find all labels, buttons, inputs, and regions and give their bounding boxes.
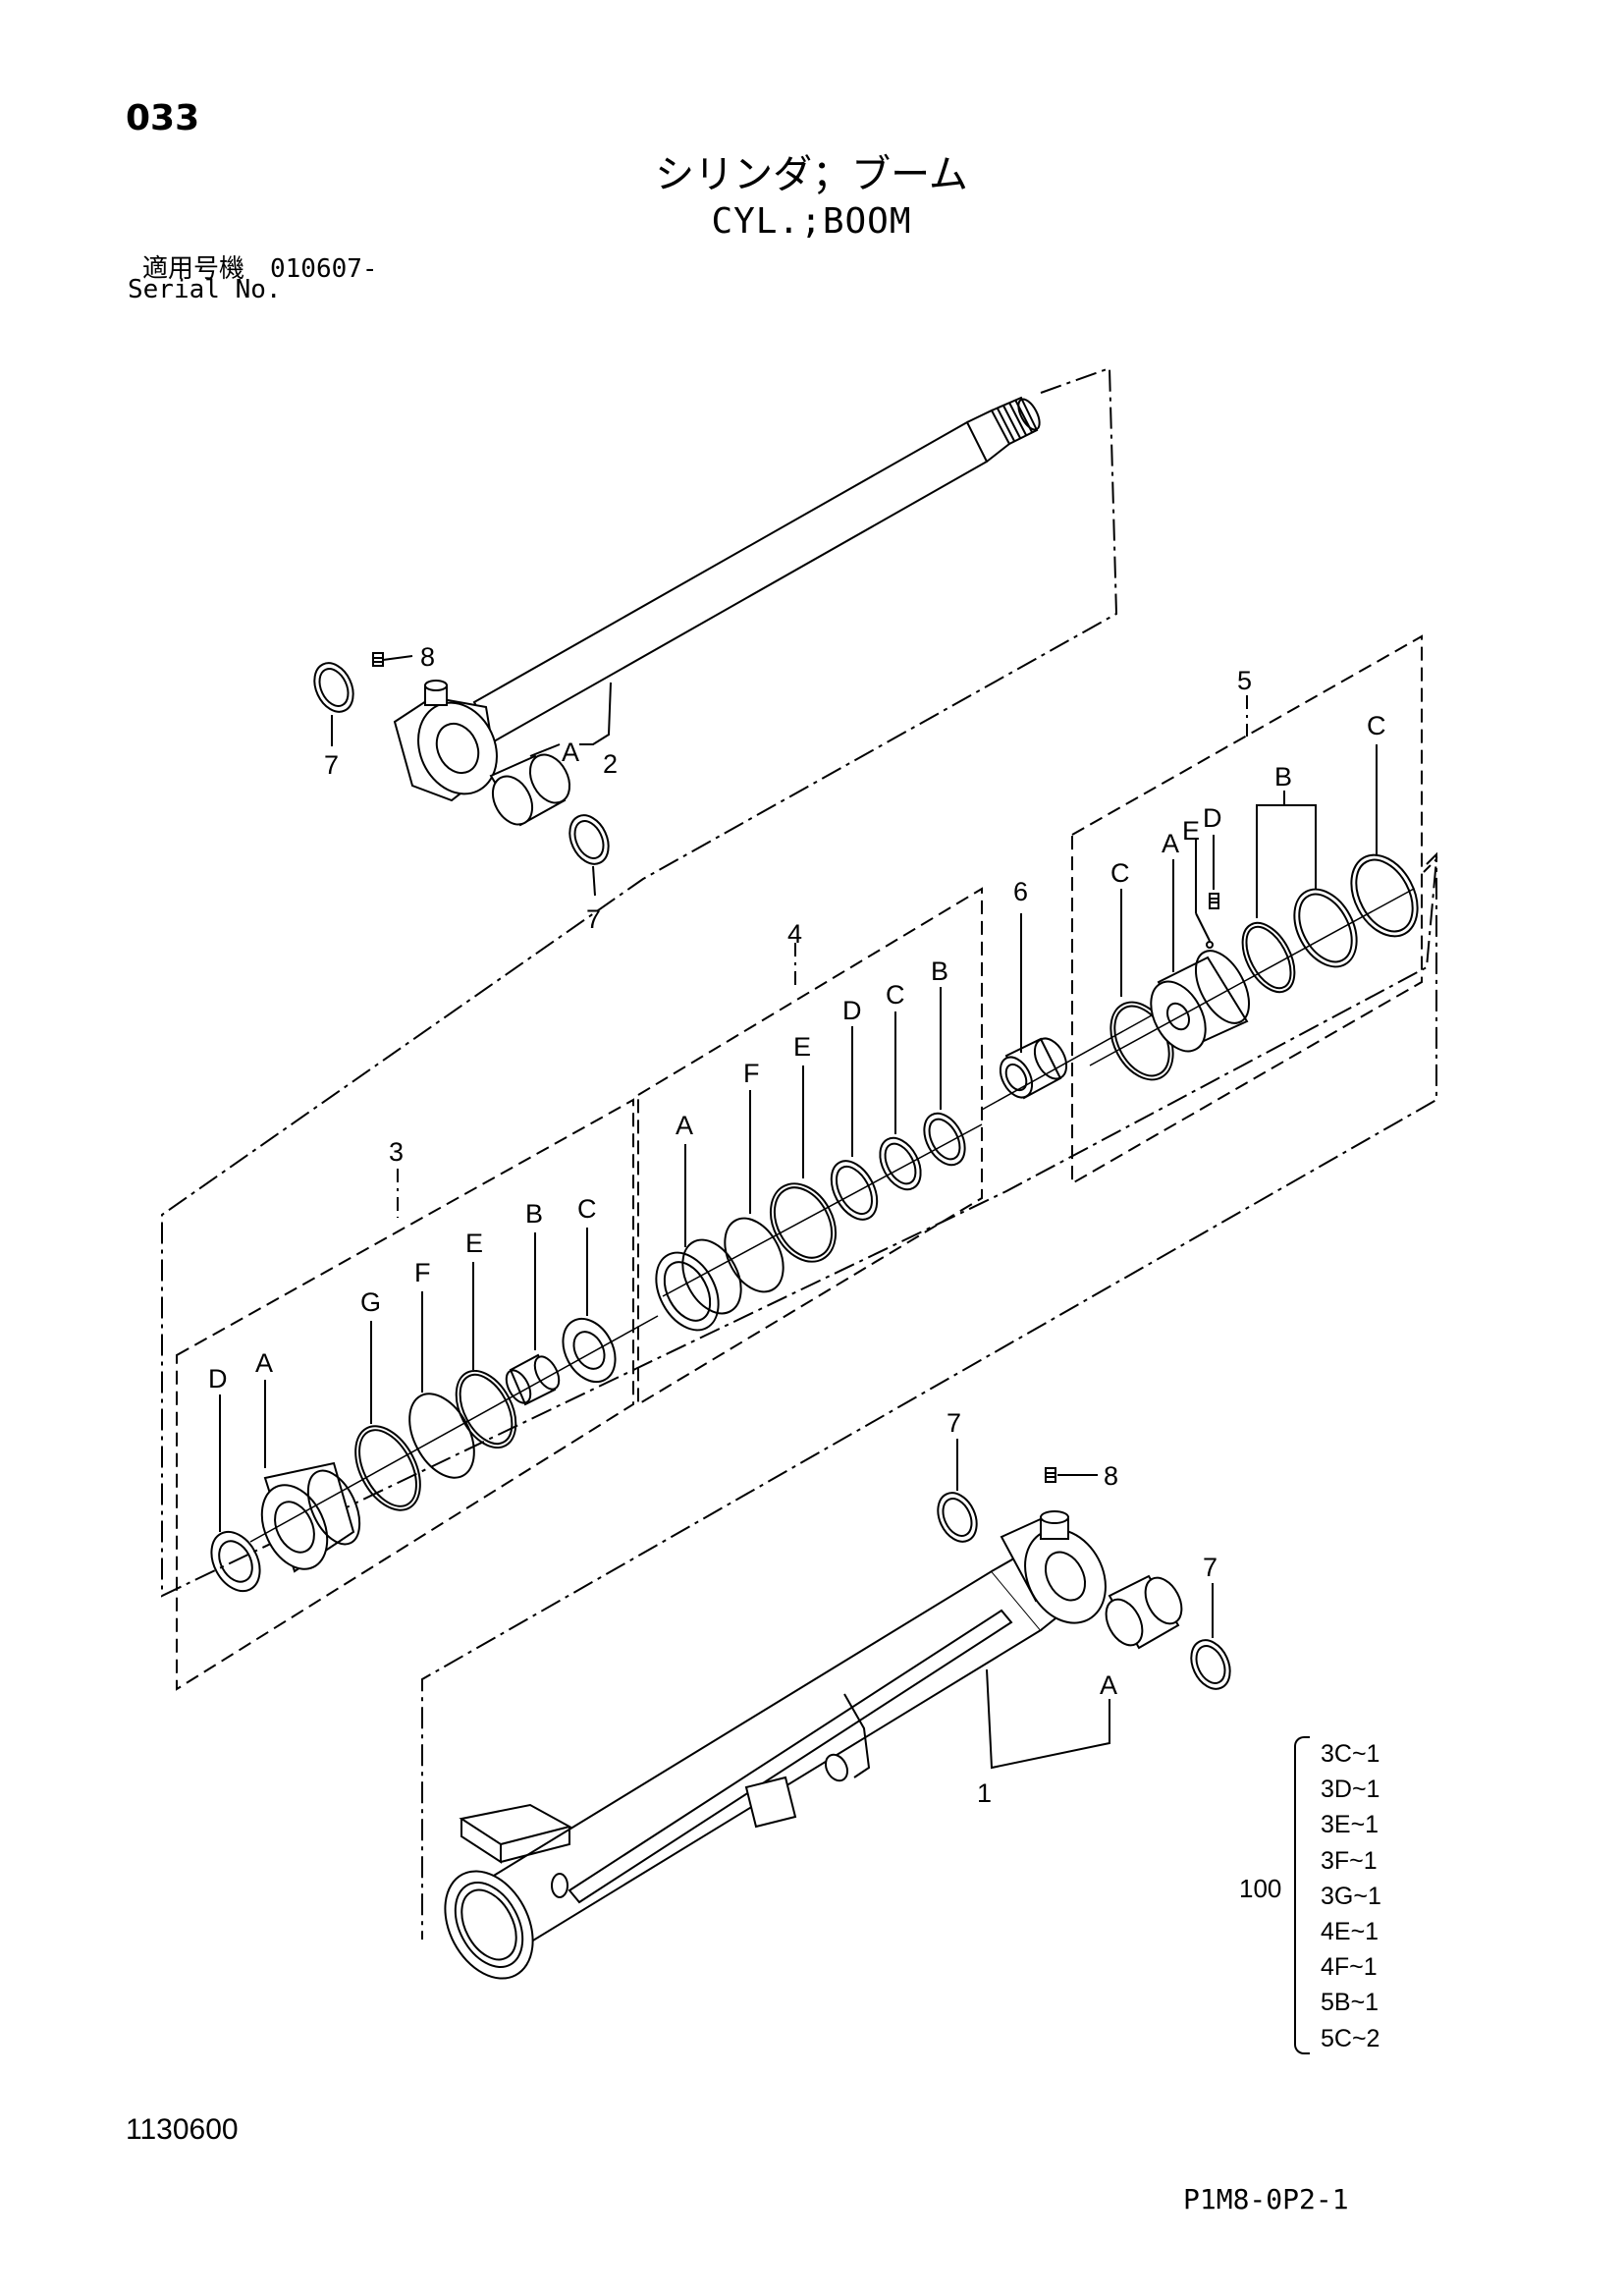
callout-rod-A: A	[562, 738, 579, 767]
kit-item: 3D~1	[1321, 1776, 1380, 1804]
callout-7-bottom-right: 7	[1203, 1553, 1217, 1582]
callout-g5-E: E	[1182, 816, 1200, 846]
group-4-outline	[637, 887, 983, 1406]
callout-2: 2	[603, 749, 618, 779]
callout-g5-D: D	[1203, 803, 1222, 833]
tube-pin-bushing	[1105, 1574, 1183, 1650]
callout-g5-C1: C	[1110, 858, 1130, 888]
g3-ring-E	[455, 1262, 517, 1449]
callout-g5-A: A	[1162, 829, 1179, 858]
callout-g4-B: B	[931, 957, 948, 986]
g4-ring-C	[879, 1011, 922, 1191]
rod-pin-bushing	[489, 753, 571, 827]
g3-part-D	[210, 1394, 261, 1593]
kit-item: 3F~1	[1321, 1846, 1378, 1875]
piston-rod	[472, 396, 1041, 743]
kit-item-list: 3C~1 3D~1 3E~1 3F~1 3G~1 4E~1 4F~1 5B~1 …	[1321, 1736, 1381, 2056]
callout-5: 5	[1237, 666, 1252, 695]
callout-g4-F: F	[743, 1059, 760, 1088]
cylinder-rod-end	[1000, 1510, 1107, 1624]
g5-ring-B-inner	[1241, 921, 1296, 994]
callout-7-top-left: 7	[324, 750, 339, 780]
dust-seal-ring-7d	[1190, 1583, 1231, 1690]
group-5-outline	[1071, 634, 1423, 1185]
kit-item: 3G~1	[1321, 1882, 1381, 1910]
g5-part-E	[1195, 840, 1214, 949]
callout-8-bottom: 8	[1104, 1461, 1118, 1491]
callout-g5-C2: C	[1367, 711, 1386, 740]
part-6-spacer	[999, 913, 1068, 1100]
g4-ring-B	[923, 987, 966, 1167]
callout-g4-C: C	[886, 980, 905, 1010]
dust-seal-ring-7c	[937, 1439, 978, 1543]
g4-ring-D	[830, 1026, 879, 1221]
callout-g5-B: B	[1274, 762, 1292, 792]
page-number: 033	[126, 98, 200, 138]
callout-g3-G: G	[360, 1287, 381, 1317]
callout-g3-C: C	[577, 1194, 597, 1224]
kit-item: 3C~1	[1321, 1740, 1380, 1768]
rod-eye	[393, 680, 498, 802]
dust-seal-ring-7a	[313, 662, 354, 746]
figure-number: 1130600	[126, 2113, 239, 2146]
kit-item: 4E~1	[1321, 1918, 1380, 1946]
callout-g4-E: E	[793, 1032, 811, 1062]
kit-item: 5C~2	[1321, 2024, 1380, 2052]
callout-g4-D: D	[842, 996, 862, 1025]
callout-3: 3	[389, 1137, 404, 1167]
g3-ring-G	[354, 1321, 421, 1511]
callout-g3-F: F	[414, 1258, 431, 1287]
serial-label-english: Serial No.	[128, 275, 282, 304]
g4-piston-A	[655, 1144, 742, 1332]
grease-nipple-bottom	[1045, 1467, 1098, 1483]
callout-tube-A: A	[1100, 1670, 1117, 1700]
g3-part-A-head	[260, 1380, 361, 1573]
g3-bushing-B	[505, 1232, 561, 1406]
callout-g4-A: A	[676, 1111, 693, 1140]
g5-ring-C2	[1350, 744, 1419, 938]
g5-ring-B-outer	[1293, 888, 1358, 968]
kit-item: 5B~1	[1321, 1989, 1380, 2017]
callout-g3-E: E	[465, 1229, 483, 1258]
g5-setscrew-D	[1209, 835, 1219, 909]
grease-nipple-top	[372, 652, 413, 667]
dust-seal-ring-7b	[568, 814, 610, 897]
g5-piston-A	[1150, 859, 1251, 1053]
callout-8-top: 8	[420, 642, 435, 672]
callout-6: 6	[1013, 877, 1028, 906]
callout-g3-A: A	[255, 1348, 273, 1378]
title-english: CYL.;BOOM	[711, 201, 912, 242]
document-code: P1M8-0P2-1	[1183, 2183, 1349, 2215]
kit-item: 4F~1	[1321, 1953, 1378, 1982]
serial-label-japanese: 適用号機 010607-	[142, 254, 378, 284]
hydraulic-pipe	[551, 1609, 1013, 1904]
kit-item: 3E~1	[1321, 1811, 1380, 1839]
g4-ring-E	[769, 1066, 838, 1263]
callout-4: 4	[787, 919, 802, 949]
kit-number: 100	[1239, 1874, 1282, 1903]
assembly-guide-line	[161, 366, 1438, 1940]
g3-wiper-C	[562, 1228, 617, 1384]
callout-7-bottom-left: 7	[947, 1408, 961, 1438]
g4-ring-F	[724, 1090, 784, 1293]
callout-1: 1	[977, 1778, 992, 1808]
kit-brace	[1294, 1736, 1310, 2054]
callout-7-top-right: 7	[586, 904, 601, 934]
title-japanese: シリンダ；ブーム	[655, 152, 968, 197]
callout-g3-B: B	[525, 1199, 543, 1229]
callout-g3-D: D	[208, 1364, 228, 1394]
group-3-outline	[176, 1098, 634, 1691]
